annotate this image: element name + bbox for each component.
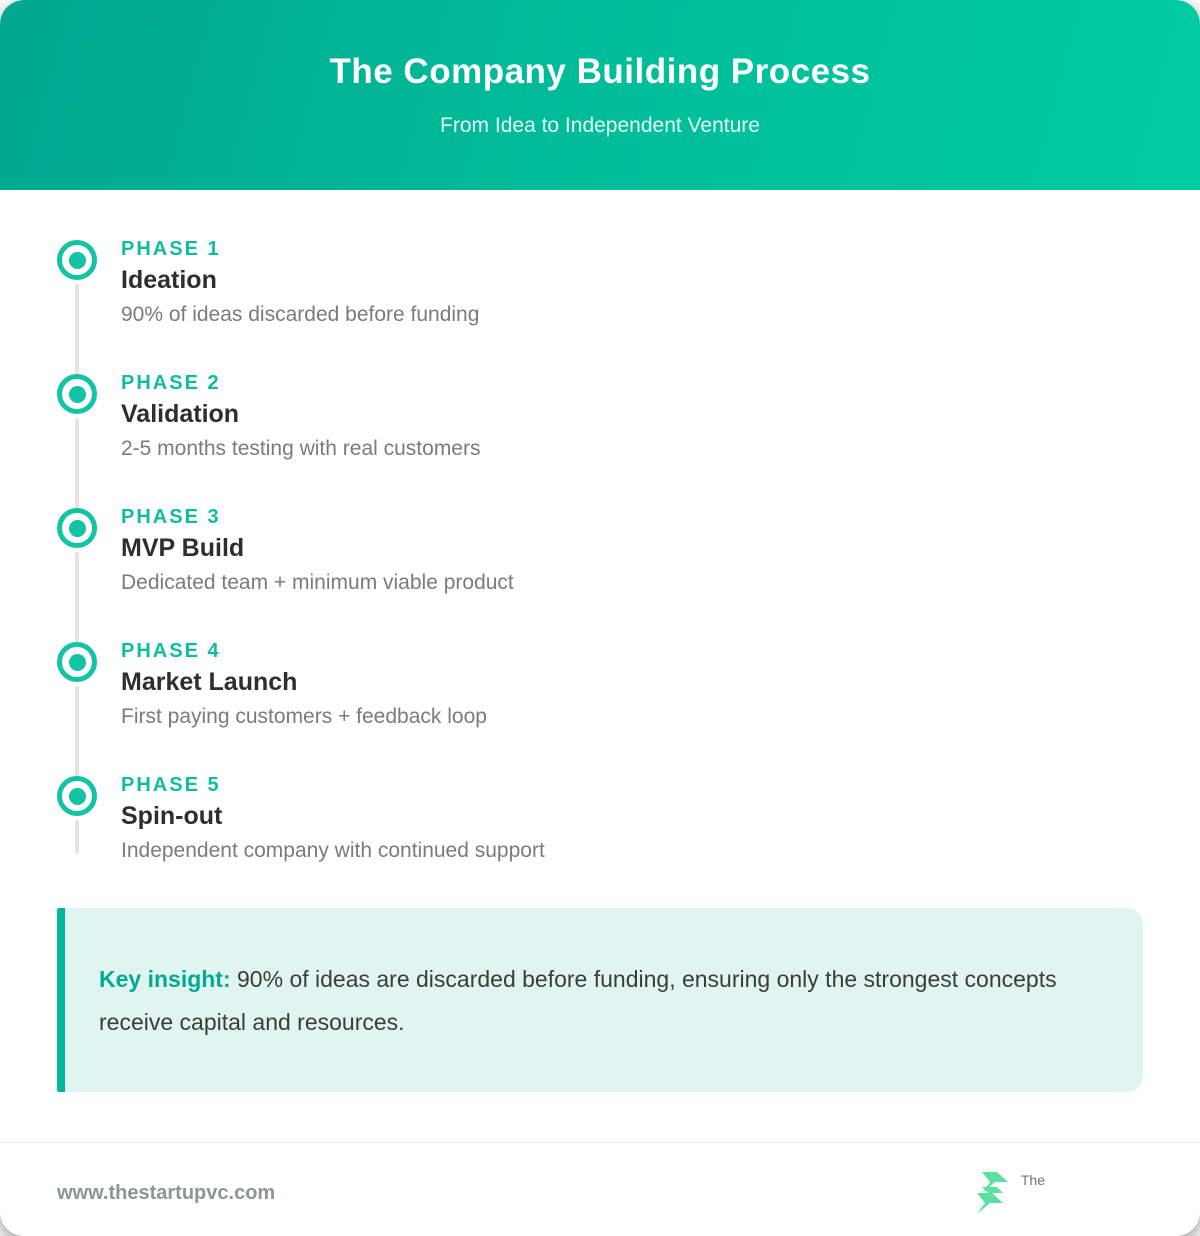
phase-item: PHASE 3 MVP Build Dedicated team + minim… [57, 506, 1143, 645]
phase-timeline: PHASE 1 Ideation 90% of ideas discarded … [57, 238, 1143, 908]
key-insight-callout: Key insight: 90% of ideas are discarded … [57, 908, 1143, 1093]
phase-marker-icon [57, 642, 97, 683]
phase-description: Dedicated team + minimum viable product [121, 570, 514, 594]
phase-marker-icon [57, 776, 97, 817]
phase-item: PHASE 1 Ideation 90% of ideas discarded … [57, 238, 1143, 377]
angular-s-logo-icon [976, 1172, 1008, 1215]
phase-description: 2-5 months testing with real customers [121, 436, 481, 460]
phase-title: Market Launch [121, 668, 298, 697]
phase-description: 90% of ideas discarded before funding [121, 302, 480, 326]
phase-label: PHASE 5 [121, 774, 221, 797]
phase-item: PHASE 5 Spin-out Independent company wit… [57, 774, 1143, 908]
header-banner: The Company Building Process From Idea t… [0, 0, 1200, 190]
phase-title: Validation [121, 400, 240, 429]
phase-marker-icon [57, 240, 97, 280]
timeline-connector [75, 820, 79, 855]
phase-description: First paying customers + feedback loop [121, 704, 487, 728]
timeline-connector [75, 552, 79, 645]
phase-item: PHASE 2 Validation 2-5 months testing wi… [57, 372, 1143, 511]
key-insight-text: 90% of ideas are discarded before fundin… [99, 966, 1057, 1035]
footer-url-link[interactable]: www.thestartupvc.com [57, 1181, 276, 1204]
phase-title: Ideation [121, 266, 217, 294]
phase-label: PHASE 1 [121, 238, 221, 260]
brand-name: The [1020, 1172, 1045, 1189]
phase-label: PHASE 4 [121, 640, 221, 663]
phase-title: Spin-out [121, 802, 223, 831]
phase-marker-icon [57, 374, 97, 415]
timeline-connector [75, 418, 79, 511]
phase-marker-icon [57, 508, 97, 549]
timeline-connector [75, 284, 79, 377]
phase-description: Independent company with continued suppo… [121, 838, 545, 862]
phase-label: PHASE 3 [121, 506, 221, 529]
footer: www.thestartupvc.com The [0, 1142, 1200, 1236]
timeline-connector [75, 686, 79, 779]
page-title: The Company Building Process [329, 52, 871, 91]
phase-title: MVP Build [121, 534, 245, 563]
key-insight-label: Key insight: [99, 966, 231, 993]
phase-item: PHASE 4 Market Launch First paying custo… [57, 640, 1143, 779]
phase-label: PHASE 2 [121, 372, 221, 395]
page-subtitle: From Idea to Independent Venture [440, 114, 760, 137]
brand-logo-group: The [973, 1170, 1045, 1216]
